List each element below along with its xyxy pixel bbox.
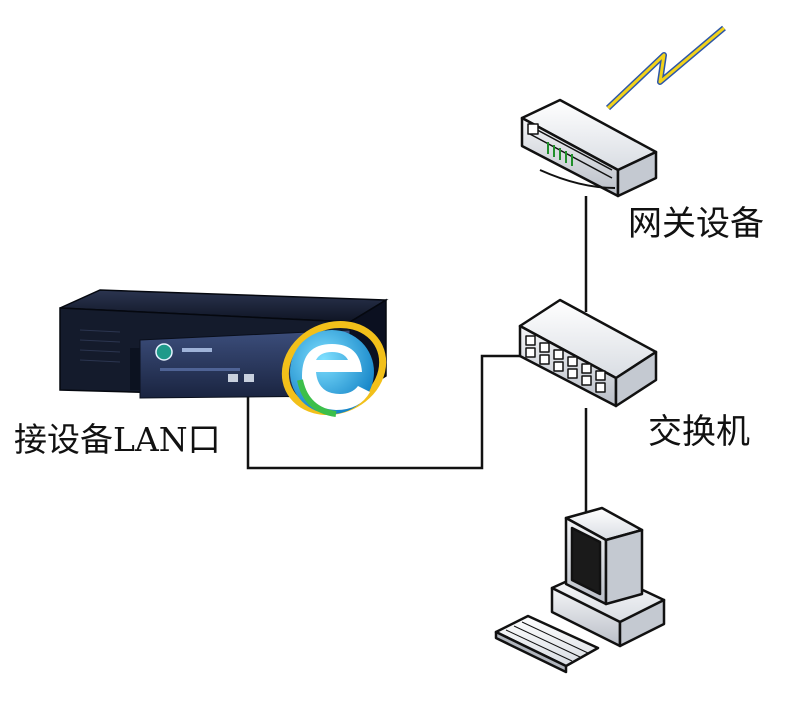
internet-explorer-icon (281, 320, 387, 417)
network-switch-icon (518, 298, 658, 408)
server-switch-link (246, 354, 528, 470)
switch-label: 交换机 (648, 412, 750, 452)
gateway-label: 网关设备 (628, 204, 764, 244)
wireless-signal-icon (605, 25, 726, 111)
lan-port-label: 接设备LAN口 (14, 420, 221, 459)
desktop-computer-icon (494, 506, 666, 674)
router-icon (520, 98, 658, 198)
connection-lines (246, 196, 588, 512)
